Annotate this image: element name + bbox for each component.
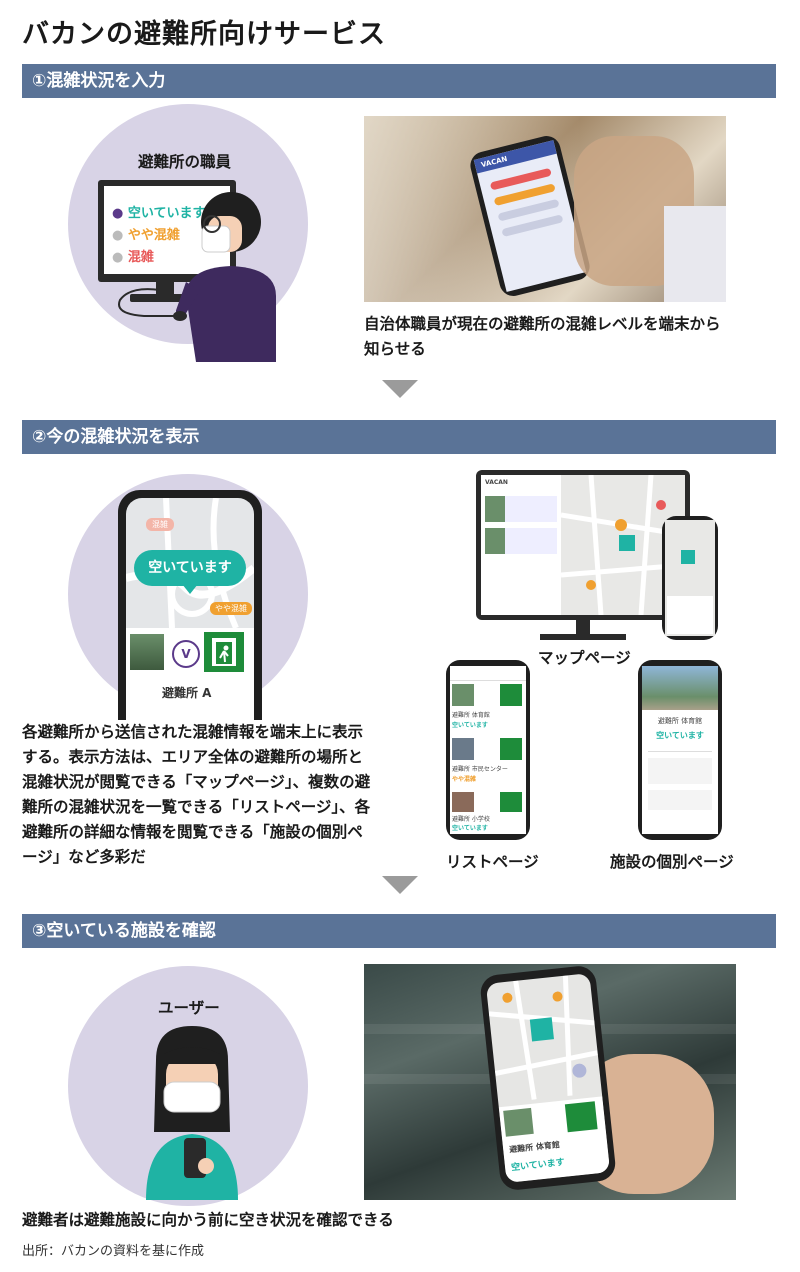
list-item-1[interactable]: 避難所 体育館 空いています — [452, 684, 524, 732]
emergency-exit-icon-2 — [564, 1101, 598, 1133]
sleeve — [664, 206, 726, 302]
step1-caption: 自治体職員が現在の避難所の混雑レベルを端末から知らせる — [364, 315, 721, 358]
user-facility-card[interactable]: 避難所 体育館 空いています — [498, 1096, 611, 1183]
user-phone-photo: 避難所 体育館 空いています — [364, 964, 736, 1200]
user-person-icon — [146, 1026, 238, 1200]
vacan-logo-icon: V — [172, 640, 200, 668]
desktop-monitor: VACAN — [476, 470, 690, 620]
source-note: 出所：バカンの資料を基に作成 — [22, 1244, 205, 1259]
step2-description: 各避難所から送信された混雑情報を端末上に表示する。表示方法は、エリア全体の避難所… — [22, 723, 371, 866]
list-page-label: リストページ — [446, 853, 539, 871]
tag-slightly-crowded: やや混雑 — [210, 602, 252, 615]
option-crowded: ● 混雑 — [112, 250, 154, 265]
detail-status: 空いています — [656, 731, 704, 740]
page-title: バカンの避難所向けサービス — [22, 19, 386, 50]
mouse-cable — [118, 288, 187, 321]
user-facility-name: 避難所 体育館 — [508, 1140, 561, 1155]
staff-person-icon — [176, 192, 276, 362]
user-facility-status: 空いています — [510, 1157, 566, 1174]
detail-page-label: 施設の個別ページ — [610, 853, 734, 871]
step1-heading: ①混雑状況を入力 — [22, 64, 776, 98]
list-page-phone: 避難所 体育館 空いています 避難所 市民センター やや混雑 避難所 小学校 空… — [446, 660, 530, 840]
tag-crowded: 混雑 — [146, 518, 174, 531]
monitor-base — [130, 294, 200, 302]
detail-facility-name: 避難所 体育館 — [657, 717, 703, 725]
arrow-down-2-icon — [382, 876, 418, 894]
option-slightly-crowded: ● やや混雑 — [112, 228, 180, 243]
emergency-exit-icon — [204, 632, 244, 672]
staff-label: 避難所の職員 — [138, 153, 232, 171]
arrow-down-1-icon — [382, 380, 418, 398]
detail-photo — [642, 666, 718, 710]
monitor-stand — [156, 282, 174, 296]
map-list-panel: VACAN — [481, 475, 561, 615]
step3-heading: ③空いている施設を確認 — [22, 914, 776, 948]
monitor-base-2 — [540, 634, 626, 640]
user-label: ユーザー — [158, 999, 220, 1017]
monitor-stand-2 — [576, 620, 590, 636]
bubble-pointer — [182, 584, 198, 594]
map-roads-icon — [561, 475, 685, 615]
big-phone-screen: 混雑 空いています やや混雑 V 避難所 A — [126, 498, 254, 720]
option-available: ● 空いています — [112, 206, 206, 221]
facility-card[interactable]: V 避難所 A — [126, 628, 254, 720]
detail-page-phone: 避難所 体育館 空いています — [638, 660, 722, 840]
user-phone: 避難所 体育館 空いています — [479, 964, 617, 1192]
map-roads-icon — [488, 975, 599, 1100]
big-phone: 混雑 空いています やや混雑 V 避難所 A — [118, 490, 262, 720]
staff-phone-photo: VACAN — [364, 116, 726, 302]
facility-photo — [130, 634, 164, 670]
list-item-2[interactable]: 避難所 市民センター やや混雑 — [452, 738, 524, 786]
facility-name: 避難所 A — [162, 686, 212, 700]
step2-heading: ②今の混雑状況を表示 — [22, 420, 776, 454]
list-item-3[interactable]: 避難所 小学校 空いています — [452, 792, 524, 832]
step3-caption: 避難者は避難施設に向かう前に空き状況を確認できる — [22, 1211, 394, 1229]
map-page-label: マップページ — [538, 649, 631, 667]
status-bubble: 空いています — [134, 550, 246, 586]
small-phone-map — [662, 516, 718, 640]
